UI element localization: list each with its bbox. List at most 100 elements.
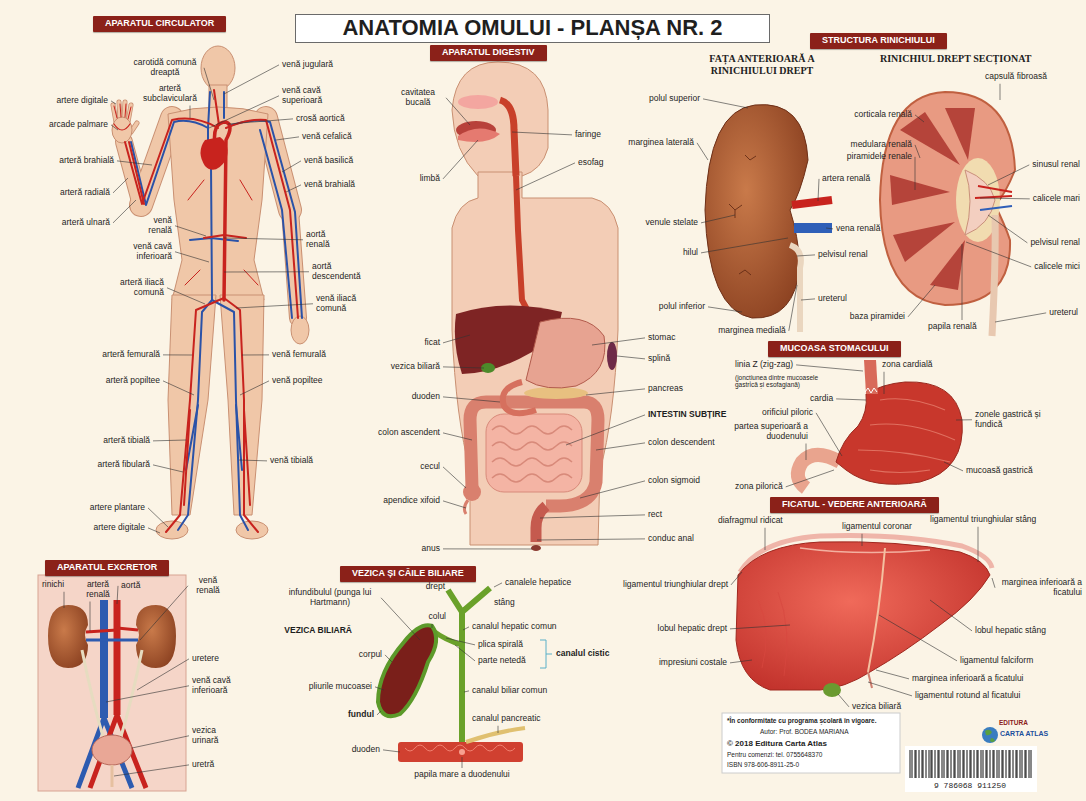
section-band: VEZICA ȘI CĂILE BILIARE bbox=[340, 566, 476, 582]
leader-line bbox=[464, 691, 469, 692]
part-label: venă iliacă comună bbox=[316, 294, 366, 314]
part-label: capsulă fibroasă bbox=[985, 72, 1047, 82]
part-label: zona pilorică bbox=[735, 482, 783, 492]
leader-line bbox=[876, 670, 909, 679]
leader-line bbox=[818, 179, 819, 201]
leader-line bbox=[884, 372, 885, 394]
part-label: 9 786068 911250 bbox=[934, 781, 1006, 790]
part-label: sinusul renal bbox=[1032, 160, 1080, 170]
part-label: arteră ulnară bbox=[62, 218, 110, 228]
kidney-anterior bbox=[705, 105, 832, 332]
part-label: marginea medială bbox=[718, 326, 786, 336]
part-label: piramidele renale bbox=[847, 152, 912, 162]
part-label: ficat bbox=[424, 338, 440, 348]
leader-line bbox=[463, 627, 469, 630]
part-label: vezica biliară bbox=[391, 362, 440, 372]
part-label: limbă bbox=[420, 174, 440, 184]
part-label: stâng bbox=[494, 598, 515, 608]
leader-line bbox=[175, 226, 206, 236]
leader-line bbox=[592, 338, 645, 345]
leader-line bbox=[868, 682, 912, 696]
part-label: venă cavă inferioară bbox=[122, 242, 172, 262]
part-label: pelvisul renal bbox=[1030, 238, 1080, 248]
leader-line bbox=[224, 271, 309, 272]
part-label: arteră iliacă comună bbox=[106, 278, 164, 298]
part-label: splină bbox=[648, 354, 670, 364]
leader-line bbox=[148, 508, 168, 527]
part-label: esofag bbox=[578, 158, 604, 168]
digestive-figure bbox=[452, 62, 618, 551]
leader-line bbox=[765, 528, 766, 550]
part-label: impresiuni costale bbox=[659, 658, 727, 668]
part-label: arteră radială bbox=[60, 188, 110, 198]
leader-line bbox=[381, 598, 420, 640]
part-label: arcade palmare bbox=[49, 120, 108, 130]
leader-line bbox=[106, 686, 189, 702]
leader-line bbox=[512, 132, 572, 135]
part-label: canalul hepatic comun bbox=[472, 622, 557, 632]
part-label: venă cefalică bbox=[302, 132, 352, 142]
part-label: canalele hepatice bbox=[505, 578, 571, 588]
leader-line bbox=[516, 163, 575, 190]
leader-line bbox=[375, 687, 384, 690]
leader-line bbox=[988, 165, 1029, 185]
part-label: diafragmul ridicat bbox=[718, 516, 783, 526]
leader-line bbox=[443, 467, 466, 488]
part-label: marginea inferioară a ficatului bbox=[998, 578, 1082, 598]
leader-line bbox=[995, 313, 1046, 322]
leader-line bbox=[879, 615, 957, 661]
part-label: linia Z (zig-zag) bbox=[735, 360, 793, 370]
section-heading: APARATUL EXCRETOR bbox=[57, 562, 157, 572]
section-band: APARATUL DIGESTIV bbox=[430, 45, 547, 61]
part-label: canalul biliar comun bbox=[472, 686, 547, 696]
leader-line bbox=[286, 185, 301, 192]
leader-line bbox=[498, 726, 499, 733]
part-label: crosă aortică bbox=[296, 114, 345, 124]
part-label: canalul cistic bbox=[556, 649, 609, 659]
part-label: Autor: Prof. BODEA MARIANA bbox=[760, 728, 849, 735]
section-band: STRUCTURA RINICHIULUI bbox=[810, 33, 947, 49]
part-label: infundibulul (punga lui Hartmann) bbox=[282, 588, 378, 608]
leader-line bbox=[701, 215, 735, 223]
leader-line bbox=[992, 578, 995, 588]
section-heading: MUCOASA STOMACULUI bbox=[780, 343, 889, 353]
part-label: orificiul piloric bbox=[762, 408, 813, 418]
part-label: ligamentul triunghiular stâng bbox=[930, 515, 1036, 525]
part-label: polul superior bbox=[649, 94, 700, 104]
leader-line bbox=[236, 304, 313, 308]
part-label: zona cardială bbox=[882, 360, 933, 370]
part-label: venă renală bbox=[138, 216, 172, 236]
leader-line bbox=[915, 115, 924, 122]
leader-line bbox=[826, 228, 833, 230]
part-label: calicele mici bbox=[1034, 262, 1080, 272]
leader-line bbox=[908, 285, 935, 317]
part-label: uretră bbox=[192, 760, 214, 770]
leader-line bbox=[204, 68, 214, 100]
leader-line bbox=[163, 381, 194, 395]
leader-line bbox=[494, 583, 502, 587]
part-label: vezica urinară bbox=[192, 726, 236, 746]
leader-line bbox=[862, 534, 863, 546]
part-label: EDITURA bbox=[999, 719, 1028, 726]
part-label: duoden bbox=[352, 745, 380, 755]
leader-line bbox=[242, 354, 269, 355]
part-label: ligamentul rotund al ficatului bbox=[915, 691, 1020, 701]
leader-line bbox=[64, 592, 65, 608]
part-label: arteră popiltee bbox=[106, 376, 160, 386]
leader-line bbox=[443, 140, 478, 179]
leader-line bbox=[209, 96, 279, 128]
part-label: zonele gastrică și fundică bbox=[975, 410, 1041, 430]
leader-line bbox=[432, 624, 433, 628]
leader-line bbox=[796, 365, 863, 371]
leader-line bbox=[697, 143, 708, 160]
leader-line bbox=[148, 528, 160, 533]
part-label: ligamentul triunghiular drept bbox=[623, 580, 728, 590]
part-label: colon sigmoid bbox=[648, 476, 700, 486]
part-label: venă brahială bbox=[304, 180, 355, 190]
section-band: MUCOASA STOMACULUI bbox=[768, 341, 901, 357]
part-label: VEZICA BILIARĂ bbox=[284, 626, 352, 636]
leader-line bbox=[443, 501, 466, 508]
leader-line bbox=[113, 200, 136, 223]
leader-line bbox=[383, 750, 400, 752]
part-label: ligamentul falciform bbox=[960, 656, 1033, 666]
